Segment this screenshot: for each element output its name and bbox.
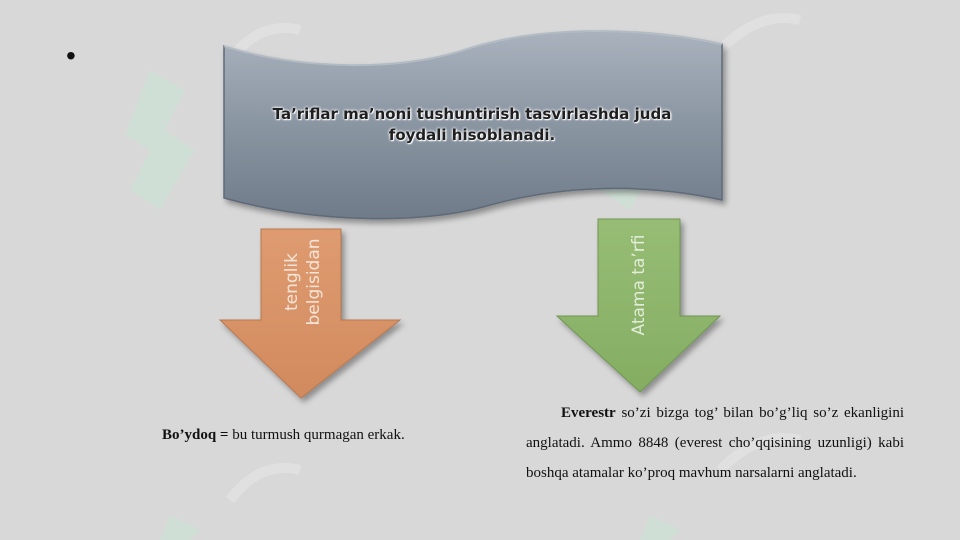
definition-right-term: Everestr xyxy=(561,405,616,421)
banner-heading: Ta’riflar ma’noni tushuntirish tasvirlas… xyxy=(232,104,712,146)
banner-line-1: Ta’riflar ma’noni tushuntirish tasvirlas… xyxy=(272,105,672,123)
arrow-right xyxy=(555,218,722,393)
arrow-left-label-line2: belgisidan xyxy=(304,238,324,325)
arrow-left-label-line1: tenglik xyxy=(282,253,302,311)
arrow-right-label: Atama ta’rfi xyxy=(629,235,649,336)
definition-left: Bo’ydoq = bu turmush qurmagan erkak. xyxy=(162,427,482,444)
definition-left-text: bu turmush qurmagan erkak. xyxy=(228,427,405,443)
banner-line-2: foydali hisoblanadi. xyxy=(388,126,556,144)
arrow-left xyxy=(218,228,402,399)
bullet-point: • xyxy=(66,40,76,71)
definition-left-term: Bo’ydoq = xyxy=(162,427,229,443)
definition-right: Everestr so’zi bizga tog’ bilan bo’g’liq… xyxy=(526,398,904,488)
definition-right-text: so’zi bizga tog’ bilan bo’g’liq so’z eka… xyxy=(526,405,904,481)
